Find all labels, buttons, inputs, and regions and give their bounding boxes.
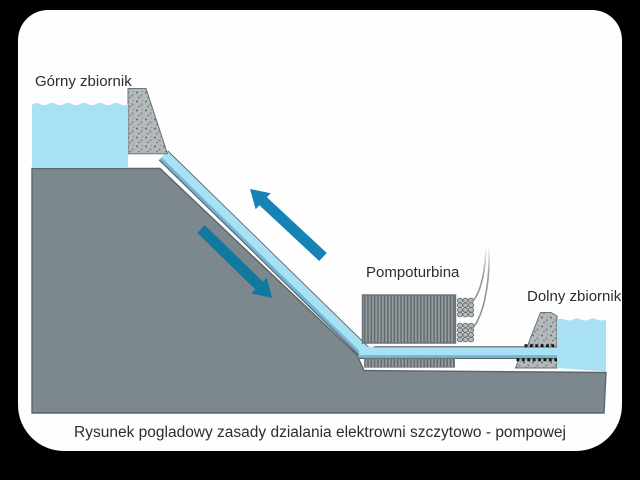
power-line-wires <box>470 248 490 331</box>
power-wire-lower <box>470 248 490 331</box>
pump-turbine-label: Pompoturbina <box>366 264 460 281</box>
penstock-channel <box>158 150 371 358</box>
penstock-water <box>161 151 370 355</box>
insulator-stack-top <box>456 297 475 318</box>
ground-terrain <box>31 167 607 414</box>
flow-up-arrow-icon <box>250 189 327 261</box>
pump-turbine-building <box>361 294 457 344</box>
lower-reservoir-water <box>557 318 606 372</box>
lower-dam-top <box>526 312 558 348</box>
upper-reservoir-label: Górny zbiornik <box>35 73 132 90</box>
tailrace-edge-water <box>359 355 557 358</box>
powerhouse-foundation <box>364 358 455 368</box>
tailrace-water <box>359 346 557 359</box>
power-wire-upper <box>470 248 487 304</box>
diagram-caption: Rysunek pogladowy zasady dzialania elekt… <box>74 424 566 441</box>
lower-reservoir-label: Dolny zbiornik <box>527 288 622 305</box>
insulator-stack-bottom <box>456 322 475 343</box>
flow-down-arrow-icon <box>197 225 272 298</box>
tailrace-channel <box>359 346 557 359</box>
upper-dam <box>127 88 169 155</box>
upper-reservoir-water <box>32 102 128 168</box>
